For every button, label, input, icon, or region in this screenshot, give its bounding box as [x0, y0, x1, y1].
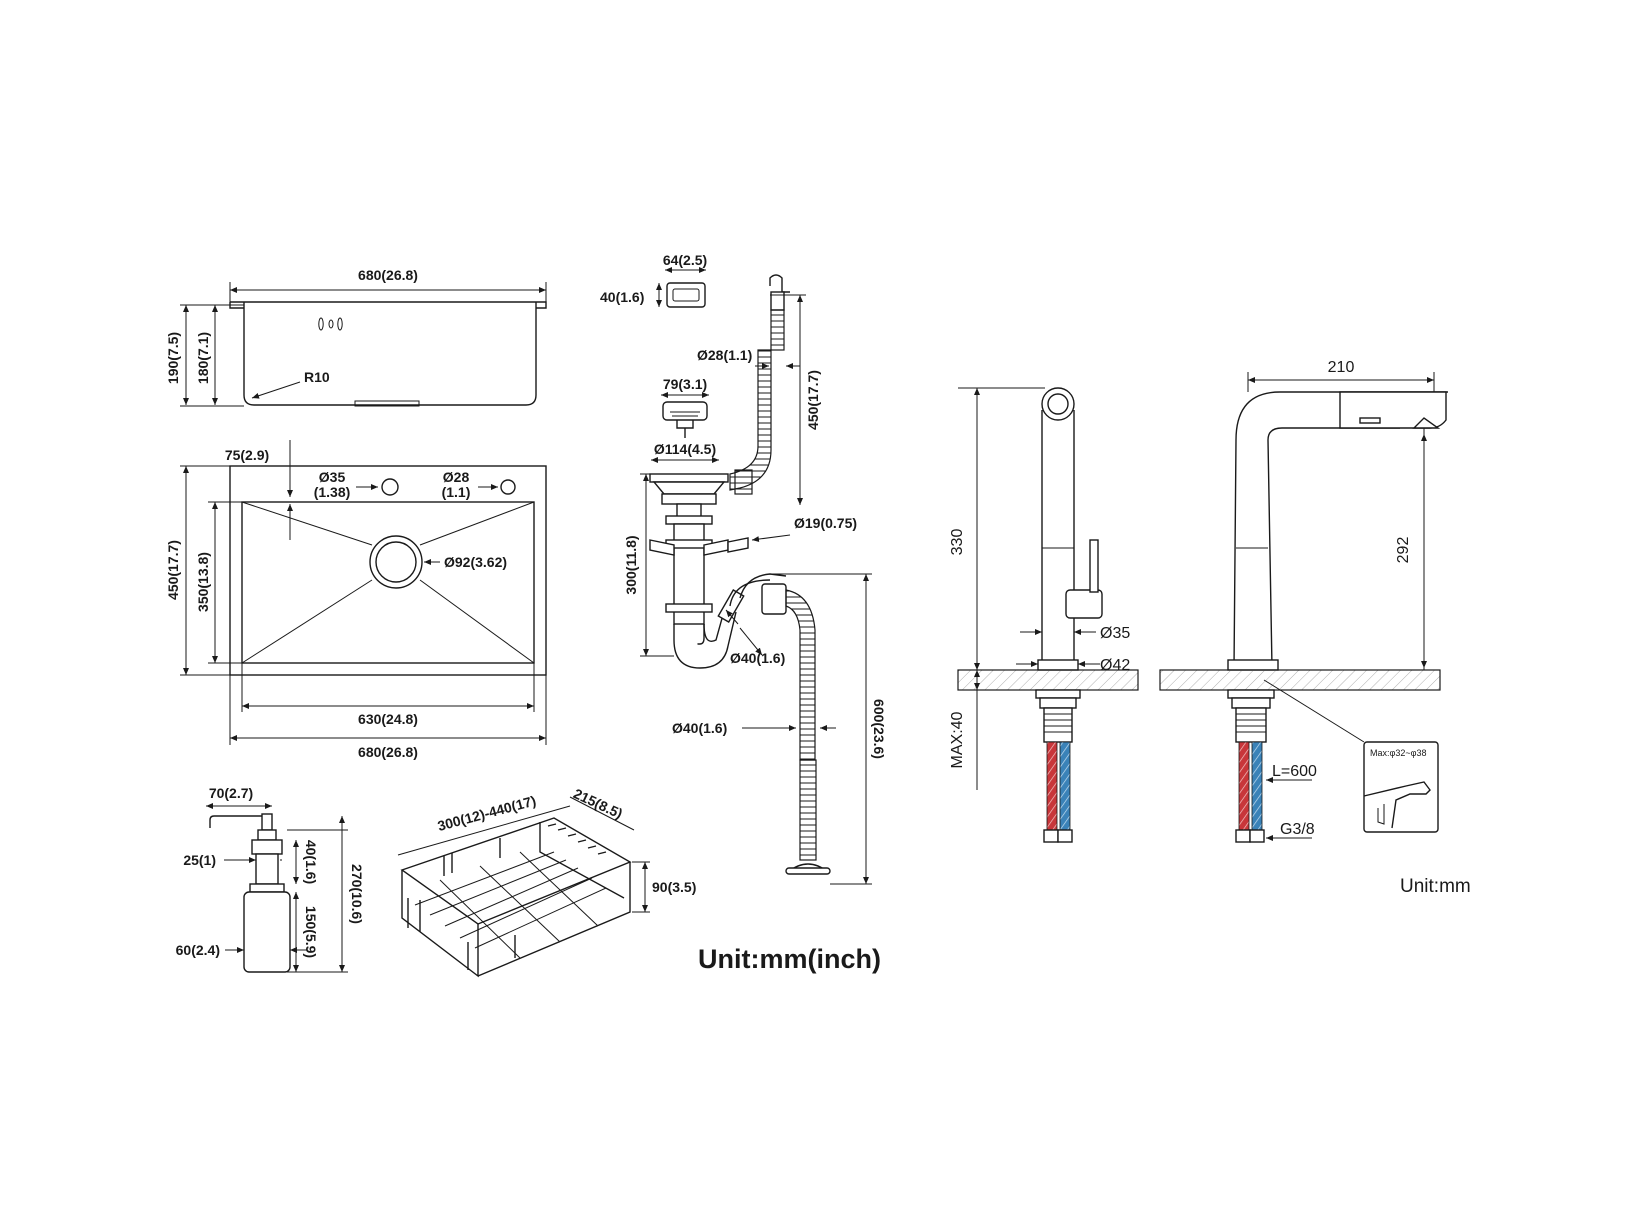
faucet-reach-label: 210 — [1328, 359, 1355, 376]
side-inlet-label: Ø19(0.75) — [794, 515, 857, 531]
sink-outer-height-label: 190(7.5) — [165, 332, 181, 384]
faucet-side-view: 210 292 L=600 G3/8 Max:φ32~φ38 — [1159, 359, 1448, 843]
trap-pipe-label: Ø40(1.6) — [730, 650, 785, 666]
faucet-height-label: 330 — [949, 529, 966, 556]
dish-basket: 300(12)-440(17) 215(8.5) 90(3.5) — [397, 785, 696, 978]
cold-water-hose — [1059, 741, 1071, 831]
strainer-width-label: 79(3.1) — [663, 376, 707, 392]
overflow-pipe-label: Ø28(1.1) — [697, 347, 752, 363]
max-thickness-label: MAX:40 — [949, 711, 966, 768]
hose-dia-label: Ø40(1.6) — [672, 720, 727, 736]
overflow-width-label: 64(2.5) — [663, 252, 707, 268]
dispenser-total-height-label: 270(10.6) — [349, 864, 365, 924]
hole-offset-label: 75(2.9) — [225, 447, 269, 463]
dispenser-neck-label: 25(1) — [183, 852, 216, 868]
faucet-body-dia-label: Ø35 — [1100, 625, 1130, 642]
hole1-dia-label: Ø35 — [319, 469, 346, 485]
basket-height-label: 90(3.5) — [652, 879, 696, 895]
dispenser-bottle-dia-label: 60(2.4) — [176, 942, 220, 958]
soap-dispenser: 70(2.7) 25(1) 60(2.4) 40(1.6) 150(5.9) 2… — [176, 785, 365, 973]
hole2-inch-label: (1.1) — [442, 484, 471, 500]
sink-inner-width-label: 630(24.8) — [358, 711, 418, 727]
overflow-height-label: 40(1.6) — [600, 289, 644, 305]
sink-top-view: 75(2.9) Ø35 (1.38) Ø28 (1.1) Ø92(3.62) 4… — [165, 440, 547, 760]
faucet-spout-height-label: 292 — [1395, 537, 1412, 564]
dispenser-head-height-label: 40(1.6) — [303, 840, 319, 884]
sink-inner-depth-label: 350(13.8) — [195, 552, 211, 612]
sink-width-bottom-label: 680(26.8) — [358, 744, 418, 760]
basket-dia-label: Ø114(4.5) — [654, 441, 716, 457]
mounting-hole-detail — [1363, 741, 1439, 833]
sink-inner-height-label: 180(7.1) — [195, 332, 211, 384]
hose-length-label: L=600 — [1272, 763, 1317, 780]
corner-radius-label: R10 — [304, 369, 330, 385]
basket-width-label: 215(8.5) — [571, 785, 625, 822]
sink-side-view: 680(26.8) 190(7.5) 180(7.1) R10 — [165, 267, 547, 407]
sink-width-top-label: 680(26.8) — [358, 267, 418, 283]
trap-height-label: 300(11.8) — [623, 535, 639, 594]
unit-label-left: Unit:mm(inch) — [698, 944, 881, 974]
dispenser-spout-label: 70(2.7) — [209, 785, 253, 801]
drain-hole-dia-label: Ø92(3.62) — [444, 554, 507, 570]
unit-label-right: Unit:mm — [1400, 876, 1471, 897]
thread-size-label: G3/8 — [1280, 821, 1315, 838]
drain-assembly: 64(2.5) 40(1.6) 450(17.7) Ø28(1.1) 79(3.… — [600, 252, 887, 885]
sink-depth-label: 450(17.7) — [165, 540, 181, 600]
hole2-dia-label: Ø28 — [443, 469, 470, 485]
faucet-front-view: 330 Ø35 Ø42 MAX:40 — [949, 387, 1139, 843]
overflow-length-label: 450(17.7) — [805, 370, 821, 430]
hot-water-hose — [1046, 741, 1058, 831]
hose-length-label: 600(23.6) — [871, 699, 887, 759]
mounting-hole-range-label: Max:φ32~φ38 — [1370, 748, 1426, 758]
dispenser-bottle-height-label: 150(5.9) — [303, 906, 319, 958]
basket-length-label: 300(12)-440(17) — [436, 792, 538, 834]
hole1-inch-label: (1.38) — [314, 484, 351, 500]
